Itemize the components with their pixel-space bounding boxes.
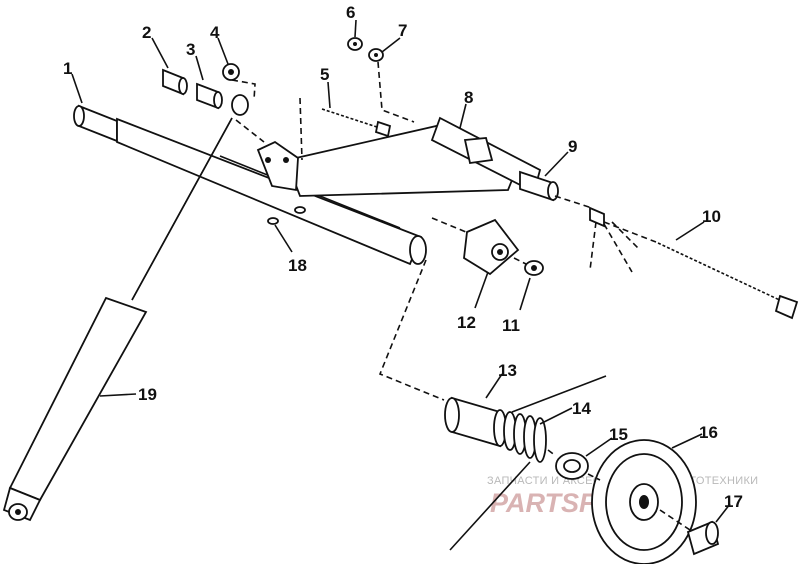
part-15-washer: [555, 452, 589, 480]
callout-6: 6: [346, 3, 355, 22]
callout-19: 19: [138, 385, 157, 404]
part-12-block: [463, 218, 520, 276]
callout-2: 2: [142, 23, 151, 42]
callout-13: 13: [498, 361, 517, 380]
callout-11: 11: [502, 316, 520, 335]
part-18-fitting: [267, 206, 306, 225]
assembly-lines: [231, 61, 691, 531]
callout-9: 9: [568, 137, 577, 156]
part-5-bolt: [321, 108, 392, 138]
leader-lines: [71, 19, 731, 523]
callout-16: 16: [699, 423, 718, 442]
callout-15: 15: [609, 425, 628, 444]
callout-18: 18: [288, 256, 307, 275]
part-7-washer: [368, 48, 384, 62]
part-3-bushing: [196, 82, 223, 110]
part-4-nut: [222, 63, 240, 81]
callout-14: 14: [572, 399, 591, 418]
callout-17: 17: [724, 492, 743, 511]
callout-8: 8: [464, 88, 473, 107]
callout-10: 10: [702, 207, 721, 226]
callout-5: 5: [320, 65, 329, 84]
part-13-tube: [444, 375, 607, 448]
callout-12: 12: [457, 313, 476, 332]
callout-7: 7: [398, 21, 407, 40]
callout-labels: 1 2 3 4 5 6 7 8 9 10 11 12 13 14 15 16 1…: [63, 3, 743, 511]
part-14-spring: [449, 409, 547, 551]
part-2-bushing: [162, 68, 188, 96]
part-17-bearing: [686, 520, 720, 556]
part-16-wheel: [591, 439, 697, 564]
part-8-arm: [256, 116, 542, 197]
part-19-shock: [2, 94, 249, 522]
callout-4: 4: [210, 23, 220, 42]
callout-3: 3: [186, 40, 195, 59]
part-11-washer: [524, 260, 544, 276]
part-1-shaft: [73, 104, 427, 266]
part-10-bolt: [589, 206, 799, 320]
part-6-nut: [347, 37, 363, 51]
callout-1: 1: [63, 59, 72, 78]
part-9-tube: [519, 170, 559, 202]
